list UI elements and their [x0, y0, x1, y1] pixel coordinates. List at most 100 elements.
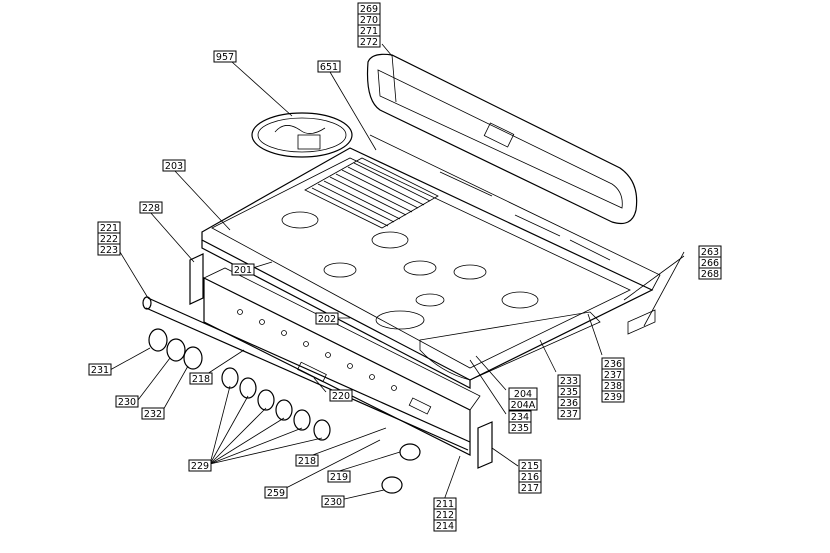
cooktop-deck: [201, 134, 661, 389]
callout-number: 202: [318, 314, 336, 325]
callout-box: [189, 372, 213, 385]
callout-number: 222: [100, 234, 118, 245]
callout-232: 232: [141, 407, 165, 420]
callout-box: [162, 159, 186, 172]
callout-box: [317, 60, 341, 73]
callout-number: 233: [560, 376, 578, 387]
callout-number: 238: [604, 381, 622, 392]
callout-box: [557, 407, 581, 420]
callout-202: 202: [315, 312, 339, 325]
callout-box: [508, 421, 532, 434]
callout-259: 259: [264, 486, 288, 499]
callout-number: 266: [701, 258, 719, 269]
callout-number: 259: [267, 488, 285, 499]
callout-number: 263: [701, 247, 719, 258]
callout-203: 203: [162, 159, 186, 172]
callout-number: 230: [324, 497, 342, 508]
callout-number: 957: [216, 52, 234, 63]
callout-number: 229: [191, 461, 209, 472]
callout-number: 239: [604, 392, 622, 403]
callout-number: 268: [701, 269, 719, 280]
callout-number: 228: [142, 203, 160, 214]
callout-box: [188, 459, 212, 472]
grill-pan: [251, 112, 353, 158]
callout-number: 212: [436, 510, 454, 521]
callout-number: 230: [118, 397, 136, 408]
callout-box: [329, 389, 353, 402]
callout-box: [295, 454, 319, 467]
callout-box: [315, 312, 339, 325]
drip-tray: [419, 311, 601, 381]
callout-231: 231: [88, 363, 112, 376]
leader-lines: [109, 43, 685, 501]
callout-number: 204A: [511, 400, 536, 411]
callout-229: 229: [188, 459, 212, 472]
callout-number: 237: [560, 409, 578, 420]
callout-number: 211: [436, 499, 454, 510]
callout-number: 236: [604, 359, 622, 370]
callout-box: [264, 486, 288, 499]
callout-number: 271: [360, 26, 378, 37]
callout-number: 218: [298, 456, 316, 467]
callout-number: 272: [360, 37, 378, 48]
callout-number: 216: [521, 472, 539, 483]
callout-number: 217: [521, 483, 539, 494]
callout-box: [213, 50, 237, 63]
callout-230b: 230: [321, 495, 345, 508]
callout-number: 203: [165, 161, 183, 172]
callout-number: 234: [511, 412, 529, 423]
callout-box: [327, 470, 351, 483]
callout-box: [508, 398, 538, 411]
callout-number: 220: [332, 391, 350, 402]
callout-230a: 230: [115, 395, 139, 408]
control-knobs: [148, 328, 421, 494]
callout-number: 218: [192, 374, 210, 385]
callout-number: 237: [604, 370, 622, 381]
callout-box: [231, 263, 255, 276]
callout-box: [97, 243, 121, 256]
callout-number: 269: [360, 4, 378, 15]
callout-number: 232: [144, 409, 162, 420]
callout-number: 236: [560, 398, 578, 409]
control-panel: [203, 267, 481, 456]
callout-box: [357, 35, 381, 48]
callout-box: [321, 495, 345, 508]
callout-box: [518, 481, 542, 494]
side-bracket-left: [189, 253, 204, 305]
callout-box: [139, 201, 163, 214]
backguard: [366, 53, 638, 225]
callout-number: 270: [360, 15, 378, 26]
callout-number: 231: [91, 365, 109, 376]
callout-number: 204: [514, 389, 532, 400]
callout-number: 223: [100, 245, 118, 256]
callout-number: 214: [436, 521, 454, 532]
callout-218a: 218: [189, 372, 213, 385]
side-bracket-right: [477, 421, 493, 469]
callout-box: [141, 407, 165, 420]
callout-219: 219: [327, 470, 351, 483]
callout-218b: 218: [295, 454, 319, 467]
callout-box: [433, 519, 457, 532]
callout-box: [698, 267, 722, 280]
callout-box: [601, 390, 625, 403]
callout-number: 235: [511, 423, 529, 434]
callout-number: 215: [521, 461, 539, 472]
callout-201: 201: [231, 263, 255, 276]
callout-number: 221: [100, 223, 118, 234]
callout-number: 201: [234, 265, 252, 276]
callout-box: [115, 395, 139, 408]
callout-651: 651: [317, 60, 341, 73]
callout-box: [88, 363, 112, 376]
callout-number: 235: [560, 387, 578, 398]
callout-228: 228: [139, 201, 163, 214]
